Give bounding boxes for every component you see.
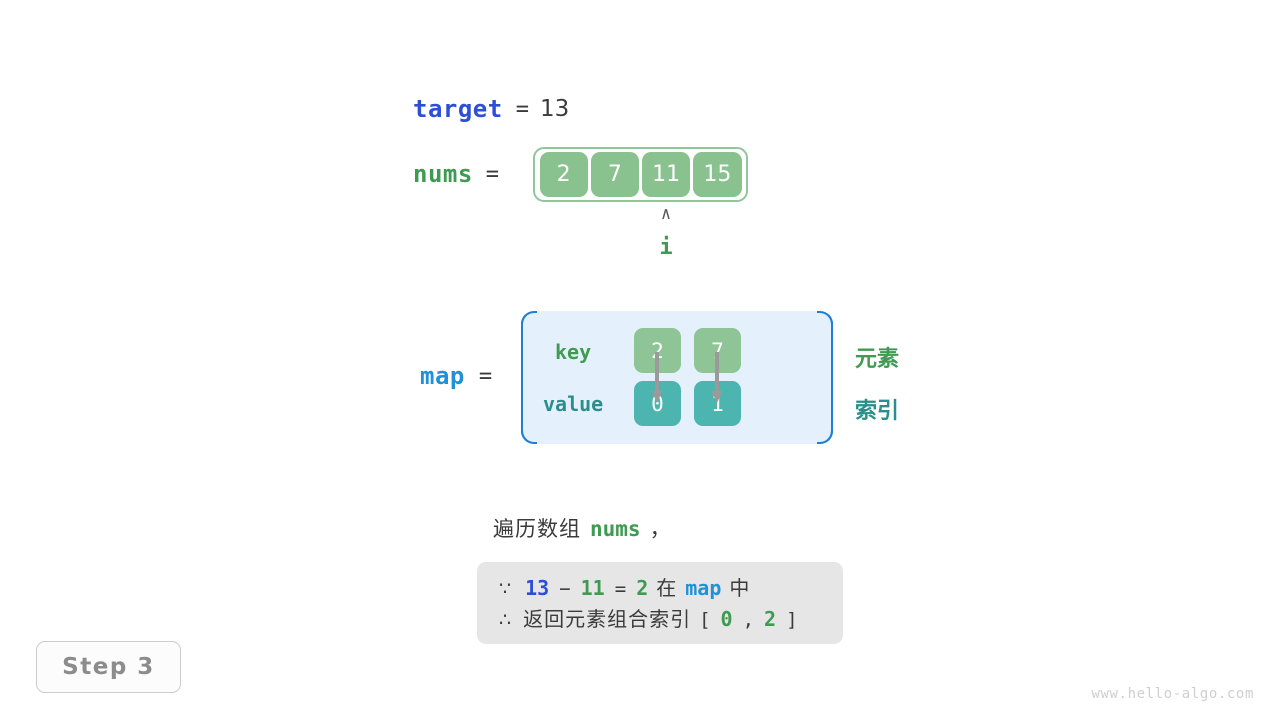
pointer-caret-icon: ∧ [660,204,672,224]
nums-cell: 11 [642,152,691,197]
note-line-1: ∵ 13 − 11 = 2 在 map 中 [477,572,843,603]
caption-prefix: 遍历数组 [493,517,581,541]
map-var-name: map [420,362,465,390]
target-var-name: target [413,95,503,123]
map-key-row-label: key [555,340,592,364]
watermark: www.hello-algo.com [1091,686,1254,702]
therefore-symbol-icon: ∴ [499,609,512,631]
note-box: ∵ 13 − 11 = 2 在 map 中 ∴ 返回元素组合索引 [ 0 , 2… [477,562,843,644]
note-line-2: ∴ 返回元素组合索引 [ 0 , 2 ] [477,603,843,634]
note-result-comma: , [742,609,755,631]
nums-cell: 2 [539,152,588,197]
note-result-index-1: 2 [764,607,777,631]
map-equals-sign: = [478,363,493,389]
map-bracket-left [520,310,537,445]
note-zai-text: 在 [656,576,678,600]
caption-keyword: nums [590,517,641,541]
note-bracket-close: ] [786,609,798,631]
note-complement-value: 2 [636,576,649,600]
nums-cell: 15 [693,152,742,197]
nums-cell: 7 [590,152,639,197]
map-label-row: map = [420,362,492,390]
target-row: target = 13 [413,92,569,126]
note-current-value: 11 [580,576,605,600]
nums-var-name: nums [413,160,473,188]
note-map-keyword: map [685,576,722,600]
step-badge: Step 3 [36,641,181,693]
nums-array-container: 2 7 11 15 [533,147,748,202]
pointer-variable-label: i [659,235,673,260]
target-equals-sign: = [515,96,529,122]
note-zhong-text: 中 [729,576,751,600]
note-result-index-0: 0 [720,607,733,631]
caption-line: 遍历数组 nums ， [493,513,672,543]
note-equals-sign: = [614,578,627,600]
note-result-text: 返回元素组合索引 [523,607,692,631]
note-target-value: 13 [525,576,550,600]
map-index-side-label: 索引 [855,399,900,424]
nums-row: nums = [413,158,499,190]
nums-equals-sign: = [485,161,500,187]
map-key-to-value-arrow-icon [711,352,723,403]
map-key-to-value-arrow-icon [651,352,663,403]
because-symbol-icon: ∵ [499,578,512,600]
map-bracket-right [817,310,834,445]
map-value-row-label: value [543,392,604,416]
caption-suffix: ， [649,517,672,541]
note-bracket-open: [ [699,609,711,631]
target-value: 13 [539,96,570,122]
map-element-side-label: 元素 [855,347,900,372]
note-minus-sign: − [559,578,571,600]
index-pointer: ∧ i [641,204,691,261]
